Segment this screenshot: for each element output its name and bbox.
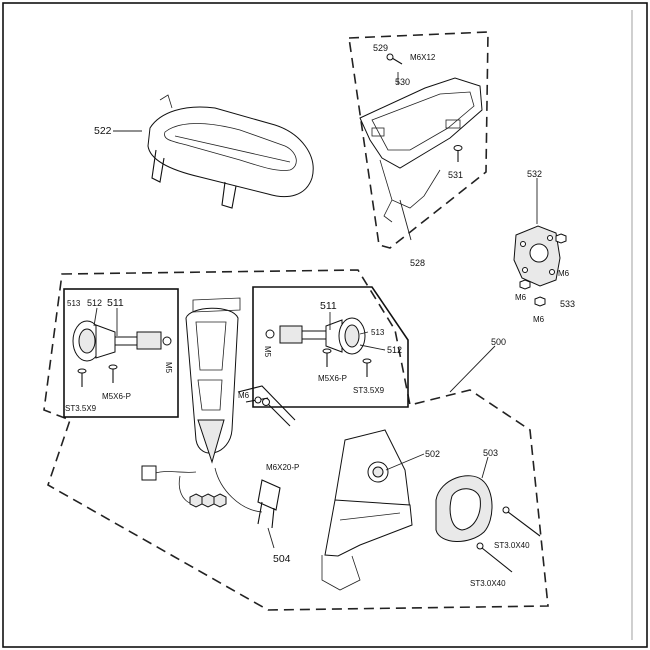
label-right-512: 512 (387, 345, 402, 355)
label-left-512: 512 (87, 298, 102, 308)
spec-st35x9-left: ST3.5X9 (65, 404, 97, 413)
part-532-mount-plate (513, 225, 561, 287)
spec-m5x6p-left: M5X6-P (102, 392, 131, 401)
part-522-tail-cover (147, 94, 314, 209)
part-503-license-lamp (435, 475, 493, 542)
spec-m6-bracket: M6 (238, 391, 250, 400)
spec-st30x40-a: ST3.0X40 (494, 541, 530, 550)
dashed-group-528 (348, 31, 489, 249)
left-screw-st35x9 (77, 368, 87, 387)
label-530: 530 (395, 77, 410, 87)
label-532: 532 (527, 169, 542, 179)
label-left-511: 511 (107, 297, 124, 309)
spec-m5-right: M5 (263, 346, 272, 358)
leader-504 (267, 527, 275, 549)
dashed-group-500 (43, 269, 549, 611)
leader-503 (481, 456, 489, 479)
label-528: 528 (410, 258, 425, 268)
part-502-plate-bracket (321, 429, 413, 591)
left-signal-stem-511 (114, 331, 172, 350)
spec-st30x40-b: ST3.0X40 (470, 579, 506, 588)
label-503: 503 (483, 448, 498, 458)
tail-lamp-bracket (185, 297, 241, 464)
right-signal-stem-511 (265, 325, 327, 344)
leader-502 (385, 453, 425, 471)
label-500: 500 (491, 337, 506, 347)
label-right-511: 511 (320, 300, 337, 312)
spec-st35x9-right: ST3.5X9 (353, 386, 385, 395)
left-screw-m5x6p (108, 364, 118, 383)
label-522: 522 (94, 125, 112, 137)
spec-m6-a: M6 (558, 269, 570, 278)
left-signal-inset (63, 288, 179, 418)
spec-m5x6p-right: M5X6-P (318, 374, 347, 383)
nut-533 (534, 296, 546, 307)
spec-m6-c: M6 (533, 315, 545, 324)
spec-m6x12: M6X12 (410, 53, 436, 62)
leader-right-512 (359, 344, 386, 351)
spec-m6x20p: M6X20-P (266, 463, 299, 472)
screw-st30x40-a (502, 506, 541, 537)
right-signal-inset (252, 286, 409, 408)
part-504-clip (257, 479, 281, 529)
left-signal-lens-513 (72, 320, 102, 362)
right-screw-m5x6p (322, 348, 332, 367)
label-529: 529 (373, 43, 388, 53)
nut-m6-a (555, 233, 567, 244)
leader-528 (399, 199, 412, 241)
wire-harness (141, 465, 263, 513)
leader-500 (449, 345, 496, 393)
label-531: 531 (448, 170, 463, 180)
part-528-fender-liner (359, 77, 483, 223)
label-504: 504 (273, 553, 291, 565)
bolt-m6x20p (262, 398, 291, 427)
nut-m6-b (519, 279, 531, 290)
leader-left-512 (93, 307, 98, 327)
label-502: 502 (425, 449, 440, 459)
screw-531 (453, 145, 463, 162)
label-right-513: 513 (371, 328, 385, 337)
spec-m6-b: M6 (515, 293, 527, 302)
label-533: 533 (560, 299, 575, 309)
screw-st30x40-b (476, 542, 513, 573)
right-screw-st35x9 (362, 358, 372, 377)
harness-nuts (189, 493, 227, 508)
screw-529 (386, 53, 403, 65)
leader-right-513 (359, 331, 369, 335)
label-left-513: 513 (67, 299, 81, 308)
spec-m5-left: M5 (164, 362, 173, 374)
left-signal-body-512 (95, 324, 116, 359)
right-signal-lens-513 (338, 317, 366, 355)
